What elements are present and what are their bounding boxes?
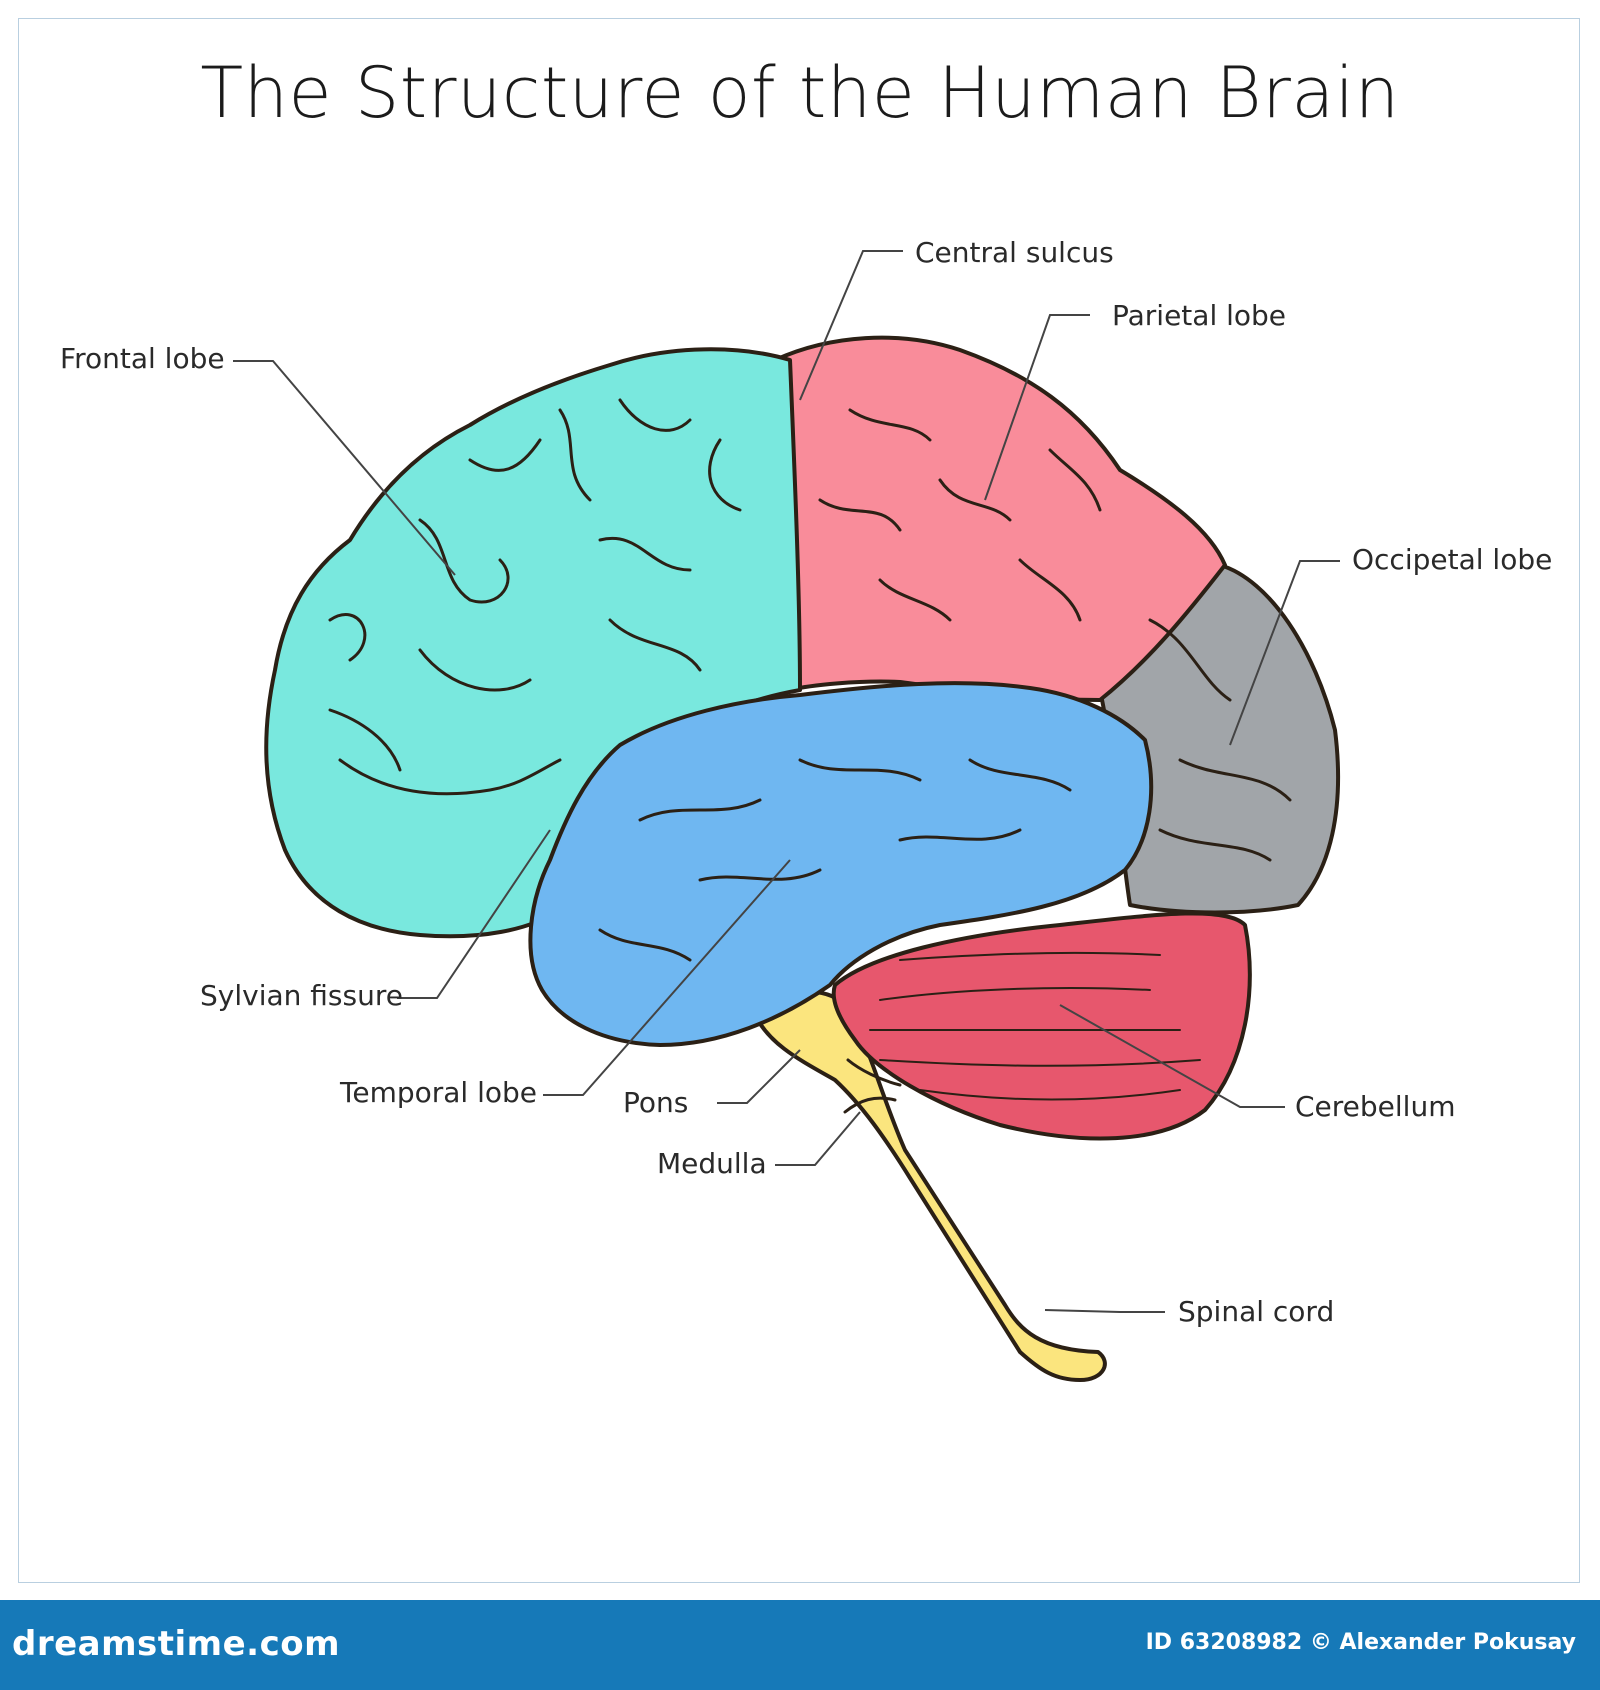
brand-logo: dreamstime.com	[12, 1624, 341, 1664]
temporal-lobe-region	[528, 681, 1154, 1047]
parietal-lobe-region	[773, 335, 1227, 702]
label-cerebellum: Cerebellum	[1295, 1090, 1455, 1123]
cerebellum-region	[831, 911, 1252, 1141]
label-parietal-lobe: Parietal lobe	[1112, 299, 1286, 332]
label-sylvian-fissure: Sylvian fissure	[200, 979, 403, 1012]
footer-bar: dreamstime.com ID 63208982 © Alexander P…	[0, 1600, 1600, 1690]
brain-folds	[328, 398, 1292, 1114]
label-temporal-lobe: Temporal lobe	[339, 1076, 537, 1109]
label-occipetal-lobe: Occipetal lobe	[1352, 543, 1552, 576]
image-credit: ID 63208982 © Alexander Pokusay	[1145, 1630, 1576, 1655]
leader-lines	[233, 250, 1340, 1313]
label-medulla: Medulla	[657, 1147, 767, 1180]
label-central-sulcus: Central sulcus	[915, 236, 1114, 269]
label-spinal-cord: Spinal cord	[1178, 1295, 1334, 1328]
label-frontal-lobe: Frontal lobe	[60, 342, 225, 375]
brain-diagram: Central sulcus Parietal lobe Frontal lob…	[60, 236, 1552, 1382]
diagram-title: The Structure of the Human Brain	[200, 52, 1400, 134]
label-pons: Pons	[623, 1086, 688, 1119]
